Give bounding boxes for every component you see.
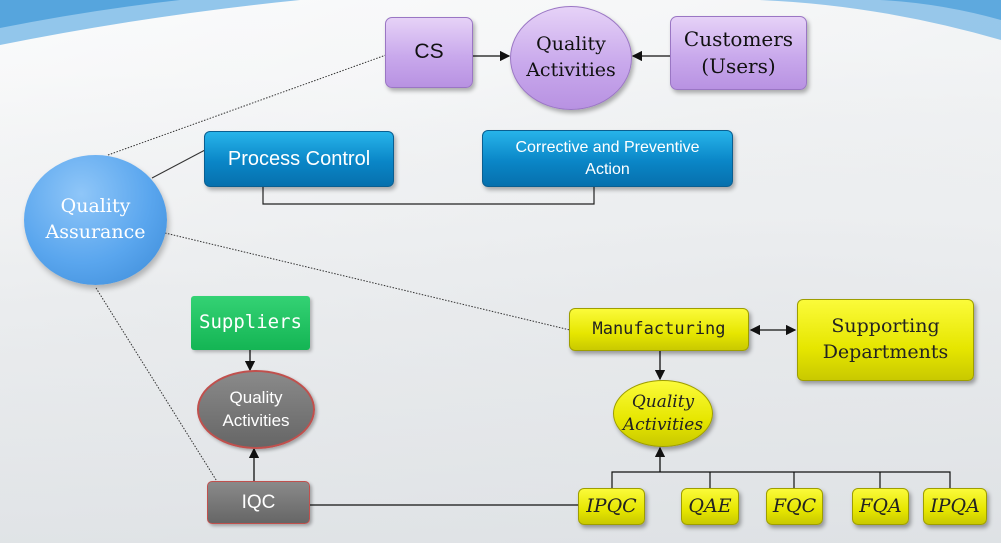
customers-box: Customers (Users) [670, 16, 807, 90]
process-control-label: Process Control [227, 147, 371, 170]
fqa-box: FQA [852, 488, 909, 525]
quality-assurance-circle: Quality Assurance [24, 155, 167, 285]
quality-activities-right-label: Quality Activities [622, 392, 704, 435]
iqc-label: IQC [241, 491, 276, 513]
fqc-box: FQC [766, 488, 823, 525]
customers-label: Customers (Users) [683, 27, 794, 78]
manufacturing-box: Manufacturing [569, 308, 749, 351]
cs-box: CS [385, 17, 473, 88]
cs-label: CS [414, 40, 444, 64]
qae-box: QAE [681, 488, 739, 525]
quality-activities-left-circle: Quality Activities [197, 370, 315, 449]
suppliers-box: Suppliers [191, 296, 310, 350]
supporting-departments-box: Supporting Departments [797, 299, 974, 381]
iqc-box: IQC [207, 481, 310, 524]
manufacturing-label: Manufacturing [592, 319, 726, 340]
fqc-label: FQC [772, 494, 817, 517]
fqa-label: FQA [859, 494, 902, 517]
quality-assurance-label: Quality Assurance [45, 195, 146, 243]
process-control-box: Process Control [204, 131, 394, 187]
quality-activities-right-circle: Quality Activities [613, 380, 713, 447]
qae-label: QAE [688, 494, 732, 517]
ipqc-label: IPQC [586, 494, 637, 517]
top-left-sweep [0, 0, 1001, 45]
ipqa-box: IPQA [923, 488, 987, 525]
ipqa-label: IPQA [930, 494, 980, 517]
capa-box: Corrective and Preventive Action [482, 130, 733, 187]
quality-activities-top-label: Quality Activities [526, 33, 616, 81]
suppliers-label: Suppliers [199, 311, 302, 334]
capa-label: Corrective and Preventive Action [515, 138, 700, 178]
supporting-departments-label: Supporting Departments [822, 315, 949, 363]
quality-activities-left-label: Quality Activities [222, 387, 290, 430]
ipqc-box: IPQC [578, 488, 645, 525]
quality-activities-top-circle: Quality Activities [510, 6, 632, 110]
